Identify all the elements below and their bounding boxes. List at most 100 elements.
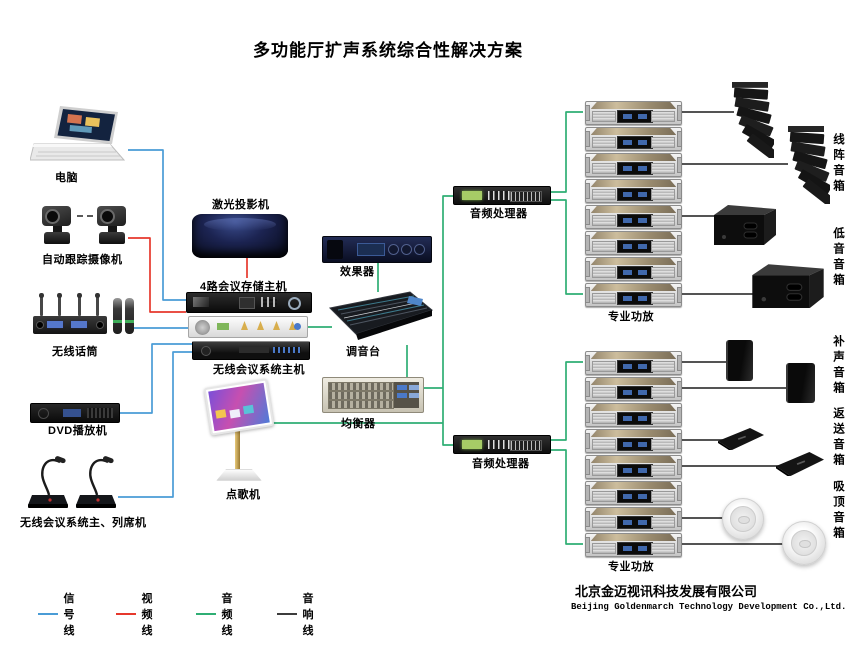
audio-processor-2 — [453, 435, 551, 454]
kiosk-screen — [203, 378, 275, 436]
legend-swatch-audio — [196, 613, 216, 615]
ptz-camera-icon — [95, 206, 129, 248]
computer — [29, 106, 130, 166]
mixer — [326, 290, 434, 342]
effects-unit — [322, 236, 432, 263]
amplifier-unit — [585, 101, 682, 125]
karaoke-kiosk — [203, 378, 275, 481]
amplifier-unit — [585, 455, 682, 479]
wire-signal — [118, 351, 192, 498]
handheld-mic-icon — [125, 298, 134, 334]
camera-link-dashes — [77, 215, 93, 217]
conference-mics-label: 无线会议系统主、列席机 — [20, 517, 147, 529]
gooseneck-mic-icon — [20, 455, 72, 515]
amp-stack-2-label: 专业功放 — [608, 561, 654, 573]
wire-audio — [548, 111, 583, 193]
wireless-mic — [33, 293, 135, 342]
kiosk-pole — [235, 425, 240, 471]
monitor-wedge-icon — [718, 428, 764, 452]
legend-item-signal: 信号线 — [38, 590, 85, 638]
conference-host-label: 无线会议系统主机 — [213, 364, 305, 376]
amplifier-unit — [585, 533, 682, 557]
company-name-cn: 北京金迈视讯科技发展有限公司 — [575, 584, 758, 599]
conference-host — [192, 341, 310, 360]
line-array-icon — [788, 126, 836, 208]
wire-audio — [442, 195, 453, 446]
legend-swatch-speaker — [277, 613, 297, 615]
projector — [192, 214, 288, 258]
ceiling-speaker-1 — [722, 498, 764, 540]
legend-swatch-signal — [38, 613, 58, 615]
legend-item-video: 视频线 — [116, 590, 163, 638]
amplifier-unit — [585, 283, 682, 307]
wireless-mic-label: 无线话筒 — [52, 346, 98, 358]
amplifier-unit — [585, 231, 682, 255]
wire-signal — [118, 343, 196, 414]
legend-label-video: 视频线 — [141, 593, 153, 637]
mic-receiver — [33, 316, 107, 334]
wire-audio — [548, 199, 583, 295]
karaoke-kiosk-label: 点歌机 — [226, 489, 261, 501]
amplifier-unit — [585, 127, 682, 151]
speaker-group-label: 返送音箱 — [832, 407, 844, 469]
wireless-receiver — [188, 316, 308, 338]
subwoofer-icon — [714, 205, 776, 245]
tracking-camera — [40, 206, 132, 250]
amp-stack-1-label: 专业功放 — [608, 311, 654, 323]
amplifier-unit — [585, 153, 682, 177]
company-name-en: Beijing Goldenmarch Technology Developme… — [571, 602, 847, 612]
subwoofer-1 — [712, 203, 778, 245]
gooseneck-mic-icon — [68, 455, 120, 515]
mixer-label: 调音台 — [346, 346, 381, 358]
mixing-console-icon — [328, 291, 434, 340]
speaker-group-label: 补声音箱 — [832, 335, 844, 397]
page-title: 多功能厅扩声系统综合性解决方案 — [253, 41, 523, 60]
camera-lens — [45, 209, 60, 224]
wire-video — [128, 237, 186, 313]
amplifier-unit — [585, 377, 682, 401]
effects-unit-label: 效果器 — [340, 266, 375, 278]
legend-label-signal: 信号线 — [63, 593, 75, 637]
projector-label: 激光投影机 — [212, 199, 270, 211]
monitor-wedge-icon — [776, 452, 824, 479]
equalizer-label: 均衡器 — [341, 418, 376, 430]
storage-host-label: 4路会议存储主机 — [200, 281, 288, 293]
line-array-1 — [726, 82, 780, 161]
amplifier-unit — [585, 403, 682, 427]
wire-signal — [128, 149, 186, 301]
monitor-wedge-2 — [776, 452, 824, 479]
amplifier-unit — [585, 507, 682, 531]
amplifier-unit — [585, 257, 682, 281]
ceiling-speaker-2 — [782, 521, 826, 565]
tracking-camera-label: 自动跟踪摄像机 — [42, 254, 123, 266]
monitor-wedge-1 — [718, 428, 764, 452]
line-array-2 — [782, 126, 836, 208]
amplifier-unit — [585, 179, 682, 203]
legend-item-audio: 音频线 — [196, 590, 243, 638]
legend-swatch-video — [116, 613, 136, 615]
speaker-group-label: 吸顶音箱 — [832, 480, 844, 542]
wire-audio — [548, 449, 583, 545]
conference-mics — [20, 455, 120, 510]
equalizer — [322, 377, 424, 413]
legend-item-speaker: 音响线 — [277, 590, 324, 638]
wire-audio — [548, 361, 583, 441]
line-array-icon — [732, 82, 780, 161]
kiosk-base — [216, 469, 262, 481]
handheld-mic-icon — [113, 298, 122, 334]
laptop-icon — [29, 106, 126, 161]
amplifier-unit — [585, 205, 682, 229]
legend-label-audio: 音频线 — [221, 593, 233, 637]
subwoofer-2 — [750, 262, 826, 308]
amplifier-unit — [585, 481, 682, 505]
fill-speaker-1 — [726, 340, 753, 381]
audio-processor-1-label: 音频处理器 — [470, 208, 528, 220]
amplifier-unit — [585, 429, 682, 453]
amplifier-unit — [585, 351, 682, 375]
computer-label: 电脑 — [55, 172, 78, 184]
speaker-group-label: 低音音箱 — [832, 227, 844, 289]
ptz-camera-icon — [40, 206, 74, 248]
dvd-player — [30, 403, 120, 423]
